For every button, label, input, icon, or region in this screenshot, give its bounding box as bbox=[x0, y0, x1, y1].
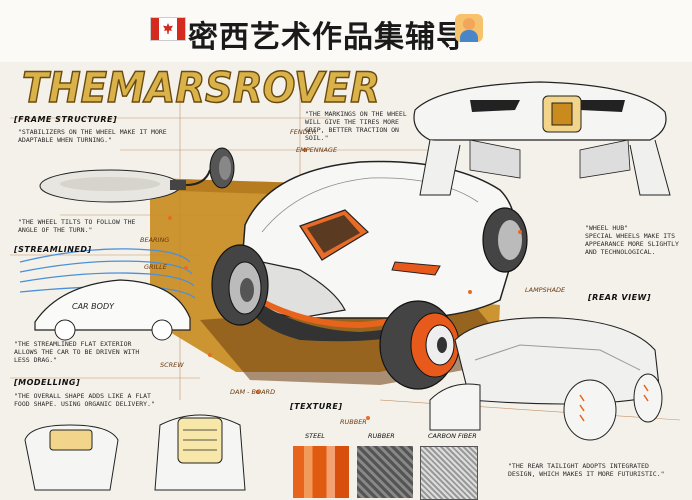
note-streamlined: "THE STREAMLINED FLAT EXTERIOR ALLOWS TH… bbox=[14, 340, 140, 364]
material-label-carbon-fiber: CARBON FIBER bbox=[428, 432, 477, 440]
stabilizer-sketch bbox=[39, 147, 235, 203]
label-empennage: EMPENNAGE bbox=[296, 146, 338, 154]
label-dam-board: DAM - BOARD bbox=[230, 388, 276, 396]
note-wheel-hub: "WHEEL HUB" SPECIAL WHEELS MAKE ITS APPE… bbox=[585, 224, 679, 256]
label-rubber: RUBBER bbox=[340, 418, 367, 426]
label-lampshade: LAMPSHADE bbox=[525, 286, 566, 294]
label-screw: SCREW bbox=[160, 361, 184, 369]
label-car-body: CAR BODY bbox=[72, 302, 114, 311]
page-title: 密西艺术作品集辅导 bbox=[188, 20, 467, 55]
label-grille: GRILLE bbox=[144, 263, 167, 271]
rover-sketch bbox=[10, 81, 681, 491]
heading-texture: [TEXTURE] bbox=[290, 402, 343, 411]
swatch-rubber bbox=[357, 446, 413, 498]
note-rear-taillight: "THE REAR TAILIGHT ADOPTS INTEGRATED DES… bbox=[508, 462, 665, 478]
swatch-steel bbox=[293, 446, 349, 498]
person-raising-hand-icon bbox=[455, 14, 483, 42]
heading-modelling: [MODELLING] bbox=[14, 378, 81, 387]
rover-wheel-front-left bbox=[211, 244, 269, 326]
material-label-steel: STEEL bbox=[305, 432, 325, 440]
heading-streamlined: [STREAMLINED] bbox=[14, 245, 92, 254]
canada-flag-icon bbox=[150, 17, 186, 41]
note-wheel-markings: "THE MARKINGS ON THE WHEEL WILL GIVE THE… bbox=[305, 110, 407, 142]
rover-title-text: THEMARSROVER bbox=[22, 64, 380, 110]
rover-wheel-rear-right bbox=[482, 207, 528, 273]
note-wheel-tilt: "THE WHEEL TILTS TO FOLLOW THE ANGLE OF … bbox=[18, 218, 136, 234]
streamlined-airflow-diagram bbox=[19, 248, 196, 341]
header-bar bbox=[0, 0, 692, 62]
swatch-carbon-fiber bbox=[420, 446, 478, 500]
heading-frame-structure: [FRAME STRUCTURE] bbox=[14, 115, 118, 124]
note-frame-structure: "STABILIZERS ON THE WHEEL MAKE IT MORE A… bbox=[18, 128, 167, 144]
material-label-rubber: RUBBER bbox=[368, 432, 395, 440]
note-modelling: "THE OVERALL SHAPE ADDS LIKE A FLAT FOOD… bbox=[14, 392, 155, 408]
rover-rear-view-sketch bbox=[429, 317, 663, 441]
rover-front-view-sketch bbox=[413, 81, 671, 196]
modelling-sketches bbox=[24, 414, 246, 491]
rover-title-graphic: THEMARSROVER bbox=[21, 64, 381, 110]
label-bearing: BEARING bbox=[140, 236, 170, 244]
heading-rear-view: [REAR VIEW] bbox=[588, 293, 652, 302]
label-fender: FENDER bbox=[290, 128, 317, 136]
